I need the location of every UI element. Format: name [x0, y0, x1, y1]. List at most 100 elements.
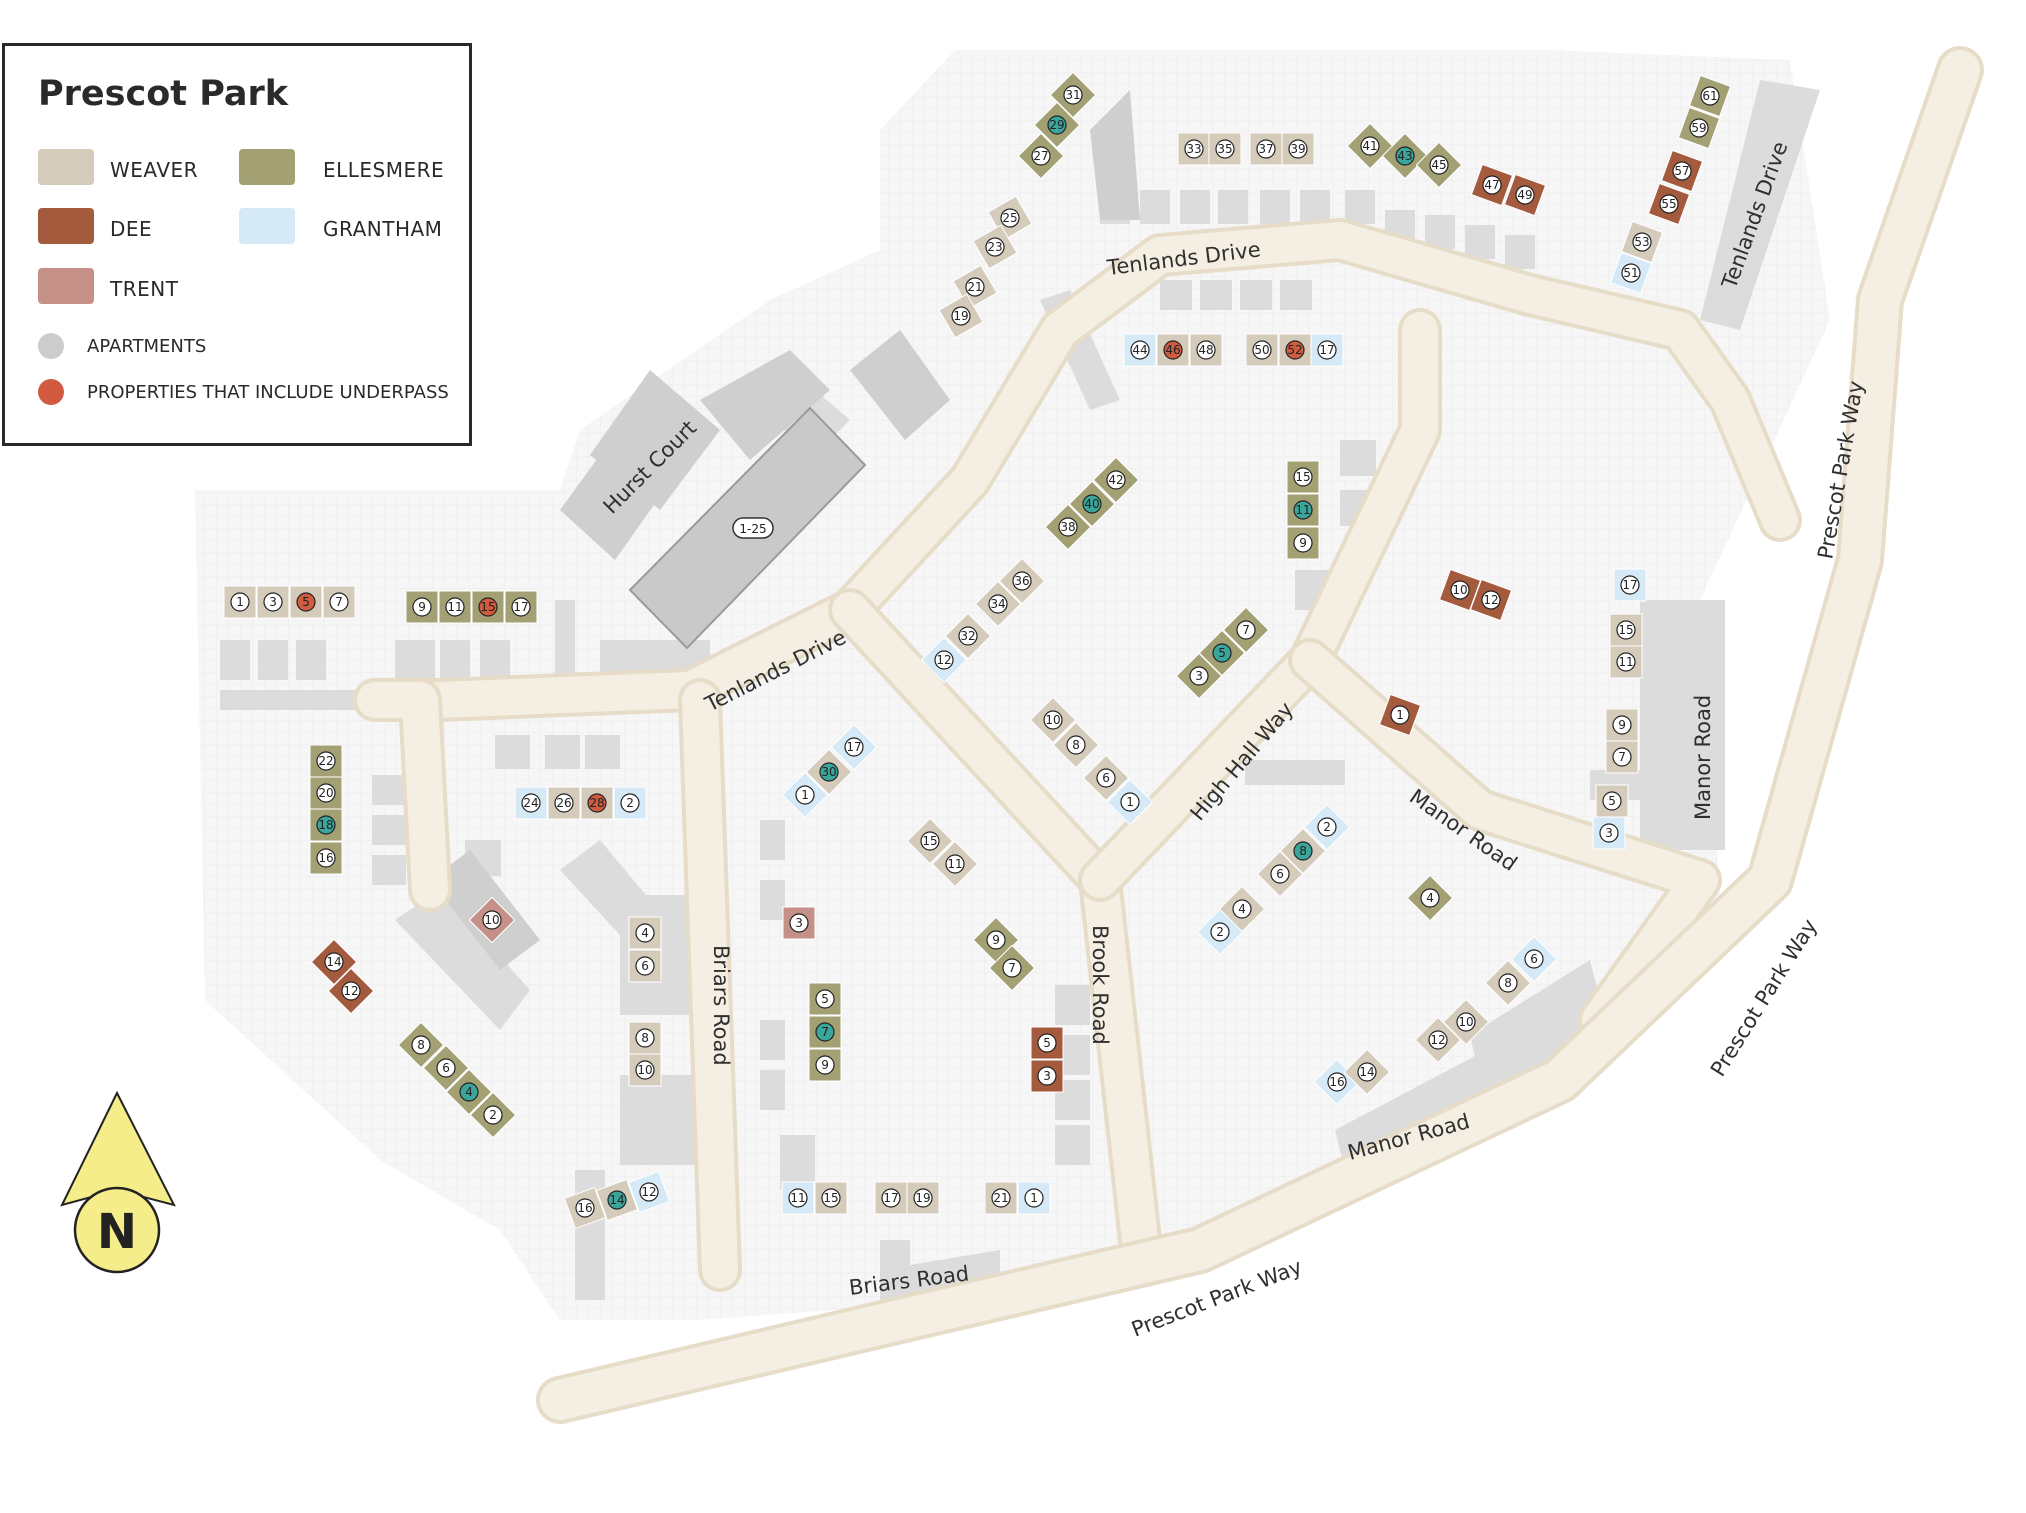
- plot-weaver[interactable]: 36: [998, 557, 1046, 605]
- plot-weaver[interactable]: 12: [1414, 1016, 1462, 1064]
- plot-weaver[interactable]: 53: [1620, 220, 1664, 264]
- plot-ellesmere[interactable]: 41: [1346, 122, 1394, 170]
- plot-ellesmere[interactable]: 4: [445, 1068, 493, 1116]
- plot-grantham[interactable]: 1: [781, 771, 829, 819]
- plot-grantham[interactable]: 51: [1609, 251, 1653, 295]
- plot-ellesmere[interactable]: 17: [504, 590, 538, 624]
- plot-weaver[interactable]: 48: [1189, 333, 1223, 367]
- plot-weaver[interactable]: 28: [580, 786, 614, 820]
- plot-ellesmere[interactable]: 42: [1092, 456, 1140, 504]
- plot-grantham[interactable]: 44: [1123, 333, 1157, 367]
- plot-weaver[interactable]: 35: [1208, 132, 1242, 166]
- plot-weaver[interactable]: 3: [256, 585, 290, 619]
- plot-weaver[interactable]: 46: [1156, 333, 1190, 367]
- plot-weaver[interactable]: 8: [1484, 959, 1532, 1007]
- plot-ellesmere[interactable]: 29: [1033, 101, 1081, 149]
- plot-weaver[interactable]: 14: [595, 1178, 639, 1222]
- plot-dee[interactable]: 10: [1438, 568, 1482, 612]
- plot-ellesmere[interactable]: 7: [988, 944, 1036, 992]
- plot-ellesmere[interactable]: 61: [1688, 74, 1732, 118]
- plot-ellesmere[interactable]: 9: [808, 1048, 842, 1082]
- plot-weaver[interactable]: 15: [906, 817, 954, 865]
- plot-weaver[interactable]: 6: [1256, 850, 1304, 898]
- plot-ellesmere[interactable]: 5: [808, 982, 842, 1016]
- plot-dee[interactable]: 5: [1030, 1026, 1064, 1060]
- plot-weaver[interactable]: 26: [547, 786, 581, 820]
- plot-weaver[interactable]: 50: [1245, 333, 1279, 367]
- plot-grantham[interactable]: 1: [1017, 1181, 1051, 1215]
- plot-grantham[interactable]: 17: [1613, 568, 1647, 602]
- plot-grantham[interactable]: 2: [1196, 908, 1244, 956]
- plot-grantham[interactable]: 11: [781, 1181, 815, 1215]
- plot-weaver[interactable]: 11: [1609, 645, 1643, 679]
- plot-ellesmere[interactable]: 4: [1406, 874, 1454, 922]
- plot-weaver[interactable]: 16: [563, 1186, 607, 1230]
- plot-grantham[interactable]: 2: [613, 786, 647, 820]
- plot-dee[interactable]: 14: [310, 938, 358, 986]
- plot-dee[interactable]: 47: [1470, 163, 1514, 207]
- plot-grantham[interactable]: 24: [514, 786, 548, 820]
- plot-weaver[interactable]: 10: [1029, 696, 1077, 744]
- plot-weaver[interactable]: 23: [972, 224, 1018, 270]
- plot-weaver[interactable]: 37: [1249, 132, 1283, 166]
- plot-grantham[interactable]: 1: [1106, 778, 1154, 826]
- plot-ellesmere[interactable]: 38: [1044, 503, 1092, 551]
- plot-trent[interactable]: 10: [468, 896, 516, 944]
- plot-ellesmere[interactable]: 7: [1222, 606, 1270, 654]
- plot-grantham[interactable]: 6: [1510, 935, 1558, 983]
- plot-ellesmere[interactable]: 11: [1286, 493, 1320, 527]
- plot-weaver[interactable]: 19: [906, 1181, 940, 1215]
- plot-dee[interactable]: 57: [1660, 149, 1704, 193]
- plot-ellesmere[interactable]: 7: [808, 1015, 842, 1049]
- plot-weaver[interactable]: 14: [1343, 1048, 1391, 1096]
- plot-dee[interactable]: 1: [1378, 693, 1422, 737]
- plot-weaver[interactable]: 7: [1605, 740, 1639, 774]
- plot-weaver[interactable]: 32: [944, 612, 992, 660]
- plot-ellesmere[interactable]: 43: [1381, 132, 1429, 180]
- plot-weaver[interactable]: 6: [628, 949, 662, 983]
- plot-grantham[interactable]: 3: [1592, 816, 1626, 850]
- plot-weaver[interactable]: 11: [931, 840, 979, 888]
- plot-weaver[interactable]: 15: [814, 1181, 848, 1215]
- plot-ellesmere[interactable]: 15: [471, 590, 505, 624]
- plot-dee[interactable]: 12: [1469, 578, 1513, 622]
- plot-weaver[interactable]: 4: [628, 916, 662, 950]
- plot-weaver[interactable]: 17: [874, 1181, 908, 1215]
- plot-weaver[interactable]: 8: [1052, 721, 1100, 769]
- plot-weaver[interactable]: 19: [938, 293, 984, 339]
- plot-ellesmere[interactable]: 18: [309, 808, 343, 842]
- plot-weaver[interactable]: 9: [1605, 708, 1639, 742]
- plot-weaver[interactable]: 34: [974, 580, 1022, 628]
- plot-grantham[interactable]: 12: [627, 1170, 671, 1214]
- plot-dee[interactable]: 49: [1503, 173, 1547, 217]
- plot-weaver[interactable]: 10: [628, 1053, 662, 1087]
- plot-weaver[interactable]: 39: [1281, 132, 1315, 166]
- plot-ellesmere[interactable]: 11: [438, 590, 472, 624]
- plot-grantham[interactable]: 2: [1303, 803, 1351, 851]
- plot-dee[interactable]: 12: [327, 967, 375, 1015]
- plot-ellesmere[interactable]: 3: [1175, 652, 1223, 700]
- plot-grantham[interactable]: 17: [1310, 333, 1344, 367]
- plot-weaver[interactable]: 8: [628, 1021, 662, 1055]
- plot-ellesmere[interactable]: 5: [1198, 629, 1246, 677]
- plot-ellesmere[interactable]: 16: [309, 841, 343, 875]
- plot-ellesmere[interactable]: 2: [469, 1091, 517, 1139]
- plot-trent[interactable]: 3: [782, 906, 816, 940]
- plot-ellesmere[interactable]: 20: [309, 776, 343, 810]
- plot-ellesmere[interactable]: 6: [422, 1044, 470, 1092]
- plot-weaver[interactable]: 15: [1609, 613, 1643, 647]
- plot-ellesmere[interactable]: 45: [1415, 141, 1463, 189]
- plot-weaver[interactable]: 52: [1278, 333, 1312, 367]
- plot-ellesmere[interactable]: 40: [1068, 480, 1116, 528]
- plot-ellesmere[interactable]: 22: [309, 744, 343, 778]
- plot-weaver[interactable]: 21: [984, 1181, 1018, 1215]
- plot-weaver[interactable]: 8: [1279, 827, 1327, 875]
- plot-grantham[interactable]: 17: [830, 723, 878, 771]
- plot-dee[interactable]: 3: [1030, 1059, 1064, 1093]
- plot-dee[interactable]: 55: [1647, 182, 1691, 226]
- plot-weaver[interactable]: 30: [805, 748, 853, 796]
- plot-ellesmere[interactable]: 27: [1017, 132, 1065, 180]
- plot-weaver[interactable]: 5: [1595, 784, 1629, 818]
- plot-ellesmere[interactable]: 9: [405, 590, 439, 624]
- plot-ellesmere[interactable]: 9: [1286, 526, 1320, 560]
